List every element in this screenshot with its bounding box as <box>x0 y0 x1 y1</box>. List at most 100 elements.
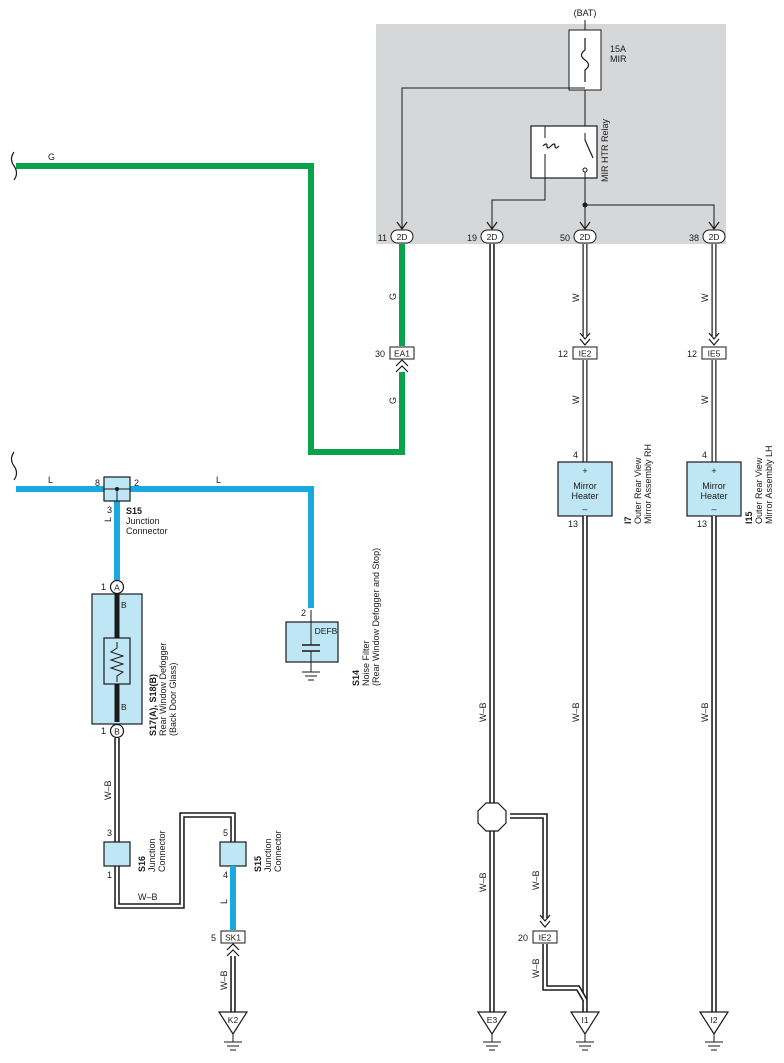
svg-text:5: 5 <box>223 828 228 838</box>
wire-label-g-1: G <box>48 152 55 162</box>
svg-text:IE5: IE5 <box>708 349 721 359</box>
junction-s15-top: 8 2 3 <box>95 476 139 515</box>
wire-label-wb-7: W–B <box>103 780 113 800</box>
svg-text:2D: 2D <box>709 232 720 242</box>
svg-text:IE2: IE2 <box>579 349 592 359</box>
bat-label: (BAT) <box>574 8 597 18</box>
svg-text:Mirror: Mirror <box>702 481 726 491</box>
svg-text:S15: S15 <box>253 856 263 872</box>
svg-text:3: 3 <box>107 828 112 838</box>
junction-s15-top-name2: Connector <box>126 526 168 536</box>
svg-text:Outer Rear View: Outer Rear View <box>754 457 764 524</box>
svg-text:13: 13 <box>568 519 578 529</box>
svg-text:2D: 2D <box>580 232 591 242</box>
svg-text:S16: S16 <box>137 856 147 872</box>
junction-s16-label: S16 Junction Connector <box>137 830 167 872</box>
wb-wire-defogger-loop <box>114 738 236 909</box>
junction-s16: 3 1 <box>103 828 131 880</box>
svg-text:4: 4 <box>573 450 578 460</box>
wire-label-wb-1: W–B <box>478 702 488 722</box>
svg-text:30: 30 <box>375 349 385 359</box>
wire-label-wb-2: W–B <box>478 872 488 892</box>
connector-ie2-top: IE2 12 <box>558 332 598 360</box>
wire-label-w-4: W <box>700 395 710 404</box>
mirror-lh-label: I15 Outer Rear View Mirror Assembly LH <box>744 445 774 524</box>
svg-text:Mirror Assembly LH: Mirror Assembly LH <box>764 445 774 524</box>
svg-text:Junction: Junction <box>263 838 273 872</box>
connector-ie5: IE5 12 <box>687 332 727 360</box>
svg-text:5: 5 <box>211 933 216 943</box>
noise-filter-s14: DEFB 2 <box>285 608 339 681</box>
mirror-rh-label: I7 Outer Rear View Mirror Assembly RH <box>623 444 653 524</box>
svg-text:Outer Rear View: Outer Rear View <box>633 457 643 524</box>
terminal-19-2d: 2D 19 <box>467 229 504 244</box>
svg-text:19: 19 <box>467 233 477 243</box>
svg-text:DEFB: DEFB <box>315 626 338 636</box>
terminal-38-2d: 2D 38 <box>689 229 726 244</box>
svg-text:K2: K2 <box>228 1015 239 1025</box>
wb-wires <box>489 244 717 1014</box>
svg-text:Heater: Heater <box>700 491 727 501</box>
wire-label-w-3: W <box>700 293 710 302</box>
svg-text:I7: I7 <box>623 516 633 524</box>
svg-text:Rear Window Defogger: Rear Window Defogger <box>158 642 168 736</box>
mirror-heater-rh: + Mirror Heater – 4 13 <box>557 450 613 529</box>
svg-text:–: – <box>711 504 716 514</box>
wire-label-g-3: G <box>388 397 398 404</box>
svg-text:E3: E3 <box>487 1015 498 1025</box>
white-wires-relay-to-mirrors <box>582 244 717 462</box>
junction-s15-bottom-label: S15 Junction Connector <box>253 830 283 872</box>
svg-text:A: A <box>114 583 120 593</box>
svg-text:Heater: Heater <box>571 491 598 501</box>
svg-text:S17(A), S18(B): S17(A), S18(B) <box>148 674 158 736</box>
noise-filter-label: S14 Noise Filter (Rear Window Defogger a… <box>351 548 381 686</box>
svg-text:1: 1 <box>101 582 106 592</box>
svg-text:+: + <box>582 466 587 476</box>
svg-text:12: 12 <box>558 349 568 359</box>
connector-sk1: SK1 5 <box>211 930 246 957</box>
svg-text:11: 11 <box>378 233 387 243</box>
defogger-label: S17(A), S18(B) Rear Window Defogger (Bac… <box>148 642 178 736</box>
terminal-11-2d: 2D 11 <box>378 229 414 244</box>
svg-text:(Back Door Glass): (Back Door Glass) <box>168 662 178 736</box>
green-wire <box>10 151 405 455</box>
junction-s15-top-code: S15 <box>126 506 142 516</box>
svg-text:4: 4 <box>702 450 707 460</box>
connector-ie2-bottom: IE2 20 <box>518 914 558 944</box>
wire-label-wb-3: W–B <box>571 702 581 722</box>
fuse-name: MIR <box>610 54 627 64</box>
rear-window-defogger: B B A 1 B 1 <box>91 579 143 739</box>
wire-label-wb-5: W–B <box>531 870 541 890</box>
junction-s15-top-name: Junction <box>126 516 160 526</box>
svg-text:+: + <box>711 466 716 476</box>
wire-label-g-2: G <box>388 293 398 300</box>
mirror-heater-lh: + Mirror Heater – 4 13 <box>686 450 742 529</box>
relay-name: MIR HTR Relay <box>600 118 610 182</box>
svg-text:I1: I1 <box>581 1015 588 1025</box>
svg-text:B: B <box>121 702 127 712</box>
blue-wire <box>10 451 314 608</box>
relay-terminal-arrows <box>396 221 720 231</box>
connector-ea1: EA1 30 <box>375 346 415 373</box>
svg-text:2: 2 <box>301 608 306 618</box>
wire-label-l-2: L <box>216 475 221 485</box>
ground-e3: E3 <box>476 1011 508 1051</box>
svg-text:3: 3 <box>107 505 112 515</box>
svg-text:–: – <box>582 504 587 514</box>
svg-text:38: 38 <box>689 233 699 243</box>
svg-text:(Rear Window Defogger and Stop: (Rear Window Defogger and Stop) <box>371 548 381 686</box>
wire-label-wb-6: W–B <box>531 958 541 978</box>
svg-text:S14: S14 <box>351 670 361 686</box>
ground-i1: I1 <box>569 1011 601 1051</box>
ground-k2: K2 <box>217 1011 249 1051</box>
ground-i2: I2 <box>698 1011 730 1051</box>
terminal-50-2d: 2D 50 <box>560 229 597 244</box>
svg-text:12: 12 <box>687 349 697 359</box>
svg-text:Connector: Connector <box>157 830 167 872</box>
svg-text:1: 1 <box>101 726 106 736</box>
svg-text:13: 13 <box>697 519 707 529</box>
svg-text:2D: 2D <box>397 232 408 242</box>
wire-label-l-3: L <box>103 517 113 522</box>
splice-junction <box>477 802 507 832</box>
fuse-rating: 15A <box>610 44 626 54</box>
